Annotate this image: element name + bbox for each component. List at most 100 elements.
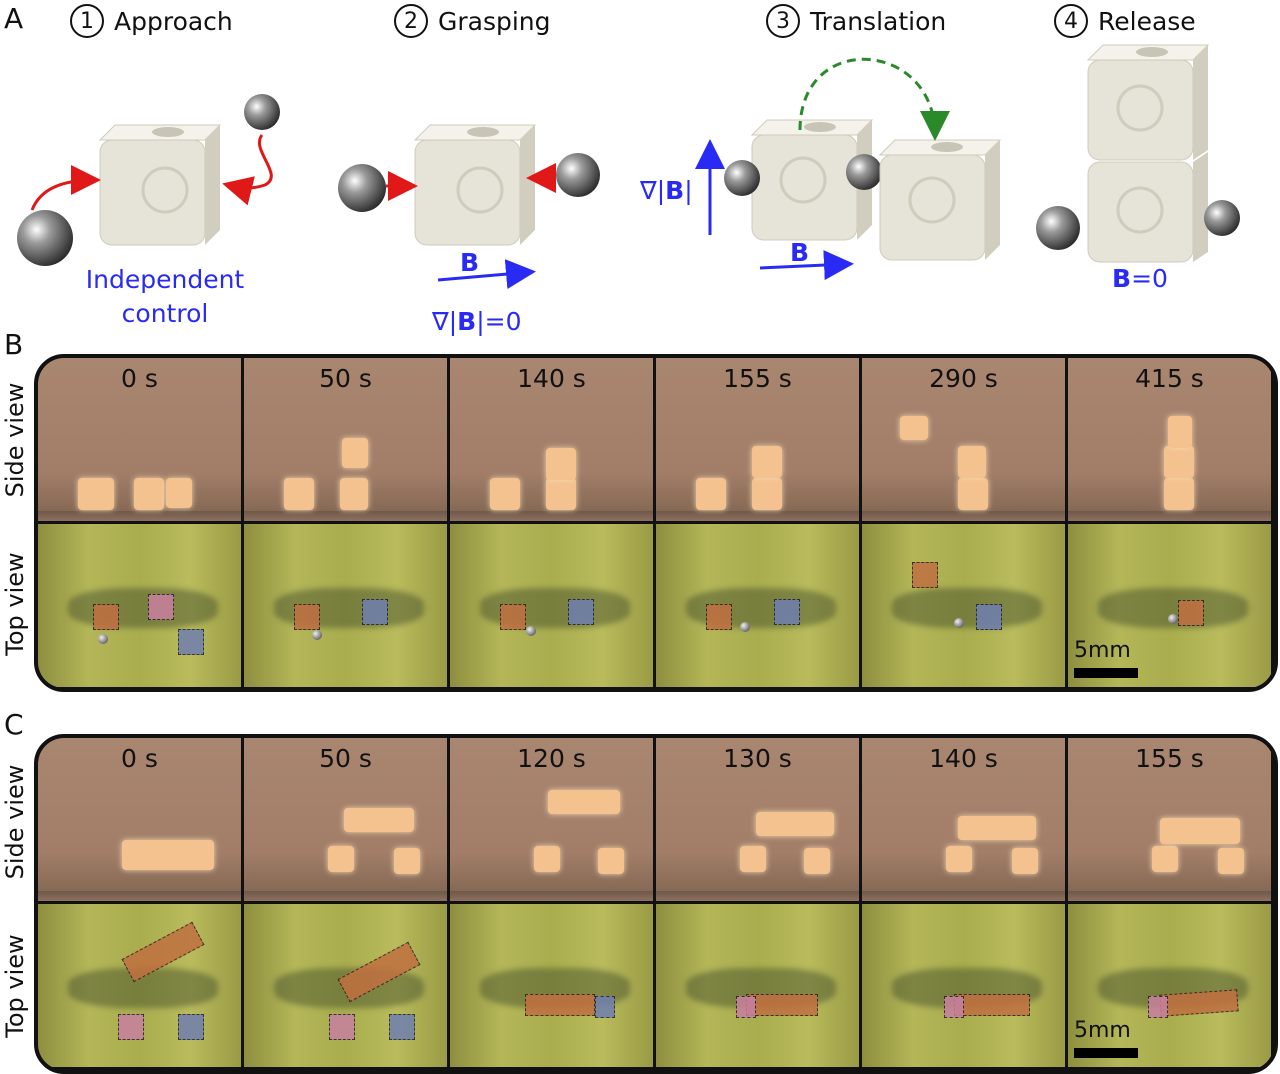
scale-bar (1074, 1048, 1138, 1058)
sphere (556, 153, 600, 197)
timestamp: 0 s (121, 744, 158, 773)
sphere (526, 626, 536, 636)
sphere (740, 622, 750, 632)
step-number: 1 (70, 4, 104, 38)
sphere (17, 210, 73, 266)
top-view-frame (862, 904, 1065, 1067)
text-bold: B (457, 307, 477, 336)
floor-strip (450, 511, 653, 521)
step-number: 4 (1054, 4, 1088, 38)
block (900, 416, 928, 440)
timestamp: 50 s (319, 744, 372, 773)
block (1152, 846, 1178, 872)
block (958, 446, 986, 478)
floor-strip (38, 891, 241, 901)
timestamp: 0 s (121, 364, 158, 393)
top-view-frame: 5mm (1068, 524, 1271, 687)
side-view-frame: 50 s (244, 358, 447, 521)
text: | (684, 176, 693, 205)
scale-bar (1074, 668, 1138, 678)
side-view-frame: 155 s (1068, 738, 1271, 901)
side-view-label: Side view (1, 382, 29, 498)
block (1168, 416, 1192, 448)
block (328, 846, 354, 872)
block (546, 448, 576, 480)
sphere (312, 630, 322, 640)
floor-strip (1068, 891, 1271, 901)
block (756, 812, 834, 836)
top-view-frame (38, 524, 241, 687)
block (534, 846, 560, 872)
top-view-frame (244, 904, 447, 1067)
sphere (338, 164, 386, 212)
block-marker (294, 604, 320, 630)
block (394, 848, 420, 874)
floor-strip (656, 511, 859, 521)
block (752, 446, 782, 478)
block-marker (500, 604, 526, 630)
block-marker (954, 994, 1030, 1016)
timestamp: 415 s (1135, 364, 1204, 393)
side-view-frame: 415 s (1068, 358, 1271, 521)
top-view-frame (38, 904, 241, 1067)
step-grasping: 2 Grasping (394, 4, 551, 38)
cube-translation-right (878, 139, 1002, 261)
translation-path-arrow (798, 57, 950, 141)
top-view-frame (450, 904, 653, 1067)
block (958, 478, 988, 510)
block-marker (93, 604, 119, 630)
block-marker (178, 1014, 204, 1040)
top-view-frame (450, 524, 653, 687)
timestamp: 155 s (1135, 744, 1204, 773)
side-view-frame: 140 s (862, 738, 1065, 901)
timestamp: 155 s (723, 364, 792, 393)
step-number: 2 (394, 4, 428, 38)
field-b-label: B (460, 248, 480, 277)
block (134, 478, 164, 510)
timestamp: 140 s (517, 364, 586, 393)
block (548, 790, 620, 814)
scale-label: 5mm (1074, 638, 1131, 663)
block (1160, 818, 1240, 844)
block-marker (362, 599, 388, 625)
block (546, 478, 576, 510)
sphere (1036, 206, 1080, 250)
floor-strip (656, 891, 859, 901)
step-release: 4 Release (1054, 4, 1196, 38)
block (490, 478, 520, 510)
top-view-frame (244, 524, 447, 687)
block (958, 816, 1036, 840)
side-view-frame: 120 s (450, 738, 653, 901)
sphere (846, 154, 882, 190)
floor-strip (1068, 511, 1271, 521)
sphere (98, 634, 108, 644)
block-marker (329, 1014, 355, 1040)
block-marker (1148, 996, 1168, 1018)
top-view-frame (656, 904, 859, 1067)
block (344, 808, 414, 832)
timestamp: 50 s (319, 364, 372, 393)
step-label: Release (1098, 6, 1196, 36)
block-marker (525, 994, 595, 1016)
block-marker (178, 629, 204, 655)
floor-strip (862, 511, 1065, 521)
sphere (244, 94, 280, 130)
shadow (68, 588, 218, 628)
block (1012, 848, 1038, 874)
block (122, 840, 214, 870)
step-label: Approach (114, 6, 233, 36)
panel-a-letter: A (4, 2, 24, 35)
panel-a-illustration (17, 44, 1240, 290)
field-arrow (437, 259, 536, 290)
block (804, 848, 830, 874)
block-marker (912, 562, 938, 588)
block-marker (746, 994, 818, 1016)
step-translation: 3 Translation (766, 4, 946, 38)
block (696, 478, 726, 510)
top-view-label: Top view (1, 552, 29, 656)
block (166, 478, 192, 508)
timestamp: 120 s (517, 744, 586, 773)
block (598, 848, 624, 874)
panel-c-letter: C (4, 708, 24, 741)
